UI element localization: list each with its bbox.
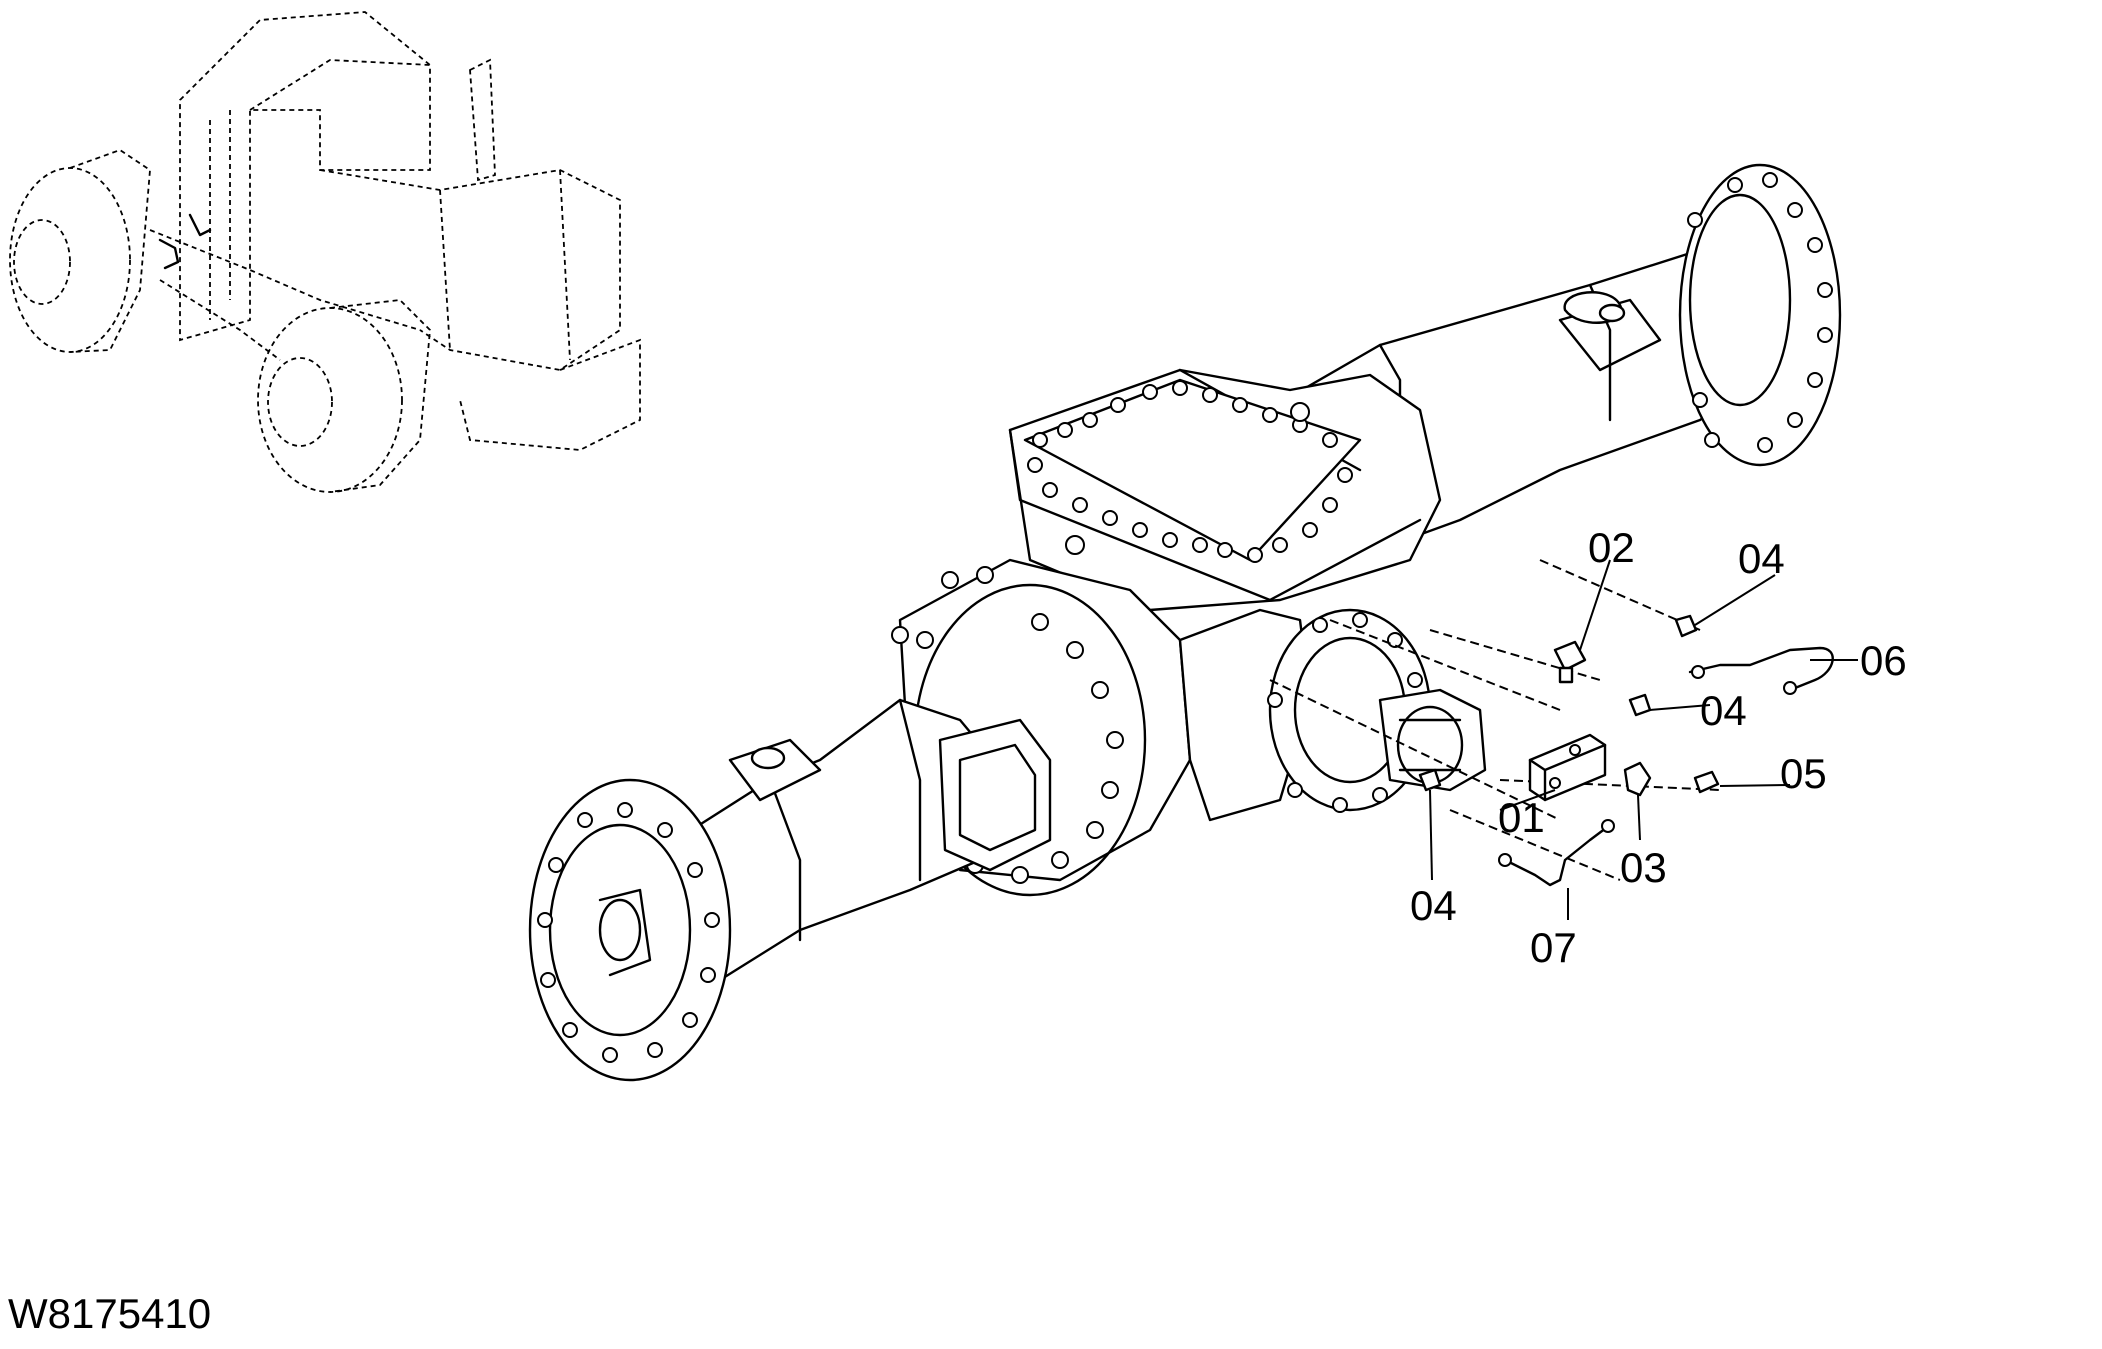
callout-03: 03 bbox=[1620, 844, 1667, 891]
callout-labels: 02 04 06 04 05 01 03 04 07 bbox=[1410, 524, 1907, 971]
hose-06 bbox=[1688, 646, 1834, 692]
hose-07 bbox=[1503, 823, 1612, 887]
cover-bolts bbox=[1027, 380, 1353, 563]
callout-05: 05 bbox=[1780, 750, 1827, 797]
callout-04: 04 bbox=[1738, 535, 1785, 582]
callout-01: 01 bbox=[1498, 794, 1545, 841]
callout-06: 06 bbox=[1860, 637, 1907, 684]
callout-leaders bbox=[1429, 559, 1858, 920]
fittings bbox=[1418, 614, 1698, 792]
callout-07: 07 bbox=[1530, 924, 1577, 971]
callout-04: 04 bbox=[1410, 882, 1457, 929]
callout-04: 04 bbox=[1700, 687, 1747, 734]
callout-02: 02 bbox=[1588, 524, 1635, 571]
elbow-fitting bbox=[1623, 761, 1652, 797]
mounting-bolt bbox=[1693, 770, 1720, 794]
right-flange-bolts bbox=[1687, 172, 1833, 453]
distribution-block bbox=[1528, 733, 1607, 802]
loader-locator-view bbox=[9, 11, 641, 493]
left-flange-bolts bbox=[537, 802, 720, 1063]
sensor-kit bbox=[1269, 559, 1834, 887]
axle-assembly bbox=[528, 163, 1842, 1082]
pressure-sensor bbox=[1553, 640, 1587, 684]
figure-id: W8175410 bbox=[8, 1290, 212, 1337]
